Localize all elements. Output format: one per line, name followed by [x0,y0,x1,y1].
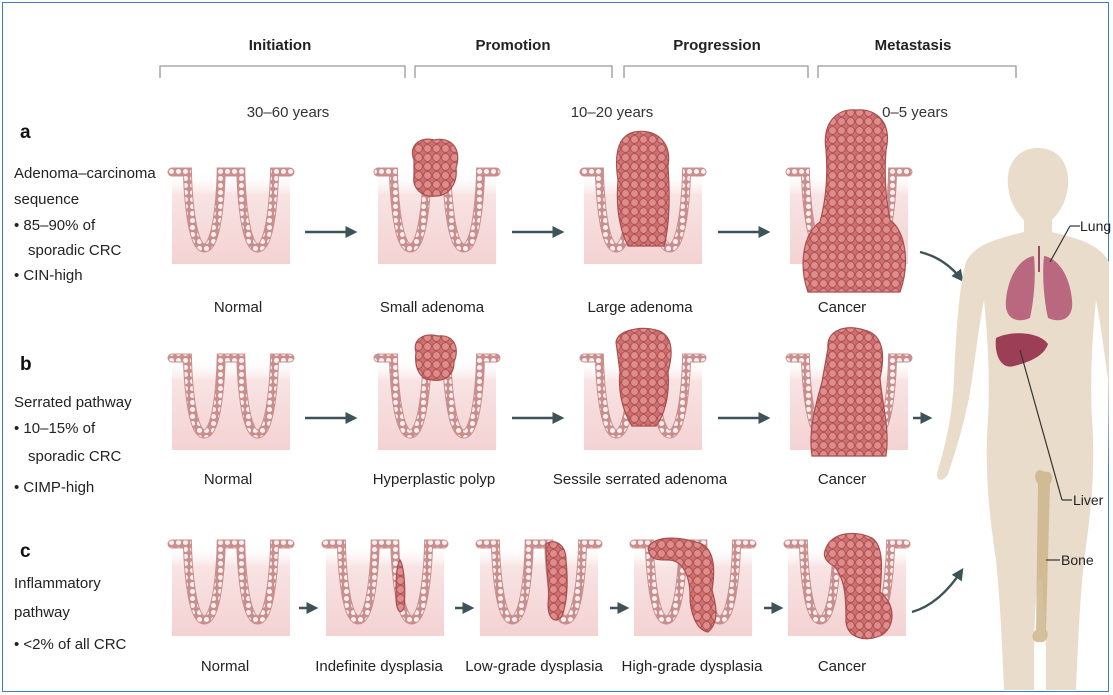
bracket-progression [624,66,808,78]
pathway-a-line: sequence [14,191,79,208]
arrow-a-metastasis [920,252,962,280]
step-labels-c: Normal Indefinite dysplasia Low-grade dy… [201,658,866,675]
organ-label-lung: Lung [1080,218,1111,234]
step-label: Indefinite dysplasia [315,658,443,675]
sessile-serrated-tumor [616,329,671,427]
pathway-a-description: a Adenoma–carcinoma sequence • 85–90% of… [14,122,156,284]
cancer-b-tumor [811,328,887,456]
step-label: Normal [201,658,249,675]
step-label: High-grade dysplasia [622,658,764,675]
pathway-b-letter: b [20,354,32,375]
crypt-c-indefinite-dysplasia [326,544,444,636]
stage-progression: Progression [673,37,761,54]
organ-label-bone: Bone [1061,552,1094,568]
step-label: Sessile serrated adenoma [553,471,728,488]
bracket-metastasis [818,66,1016,78]
pathway-c-description: c Inflammatory pathway • <2% of all CRC [14,541,127,653]
stage-metastasis: Metastasis [875,37,952,54]
pathway-b-line: • CIMP-high [14,479,94,496]
pathway-a-line: • CIN-high [14,267,83,284]
pathway-b-description: b Serrated pathway • 10–15% of sporadic … [14,354,132,496]
step-labels-a: Normal Small adenoma Large adenoma Cance… [214,299,866,316]
step-label: Small adenoma [380,299,485,316]
hyperplastic-polyp-tumor [415,335,456,380]
stage-initiation: Initiation [249,37,312,54]
large-adenoma-tumor [617,131,670,246]
stage-promotion: Promotion [476,37,551,54]
crypt-c-low-grade [480,544,598,636]
step-label: Hyperplastic polyp [373,471,496,488]
small-adenoma-tumor [412,139,457,196]
crypt-a-normal [172,172,290,264]
step-label: Cancer [818,658,866,675]
step-label: Large adenoma [587,299,693,316]
crypt-b-normal [172,358,290,450]
bracket-initiation [160,66,405,78]
pathway-a-line: Adenoma–carcinoma [14,165,156,182]
step-labels-b: Normal Hyperplastic polyp Sessile serrat… [204,471,866,488]
pathway-b-line: • 10–15% of [14,420,96,437]
organ-label-liver: Liver [1073,492,1104,508]
duration-metastasis: 0–5 years [882,104,948,121]
pathway-a-letter: a [20,122,31,143]
step-label: Cancer [818,471,866,488]
crypt-illustrations [172,110,908,639]
pathway-c-line: Inflammatory [14,575,101,592]
duration-initiation: 30–60 years [247,104,330,121]
pathway-b-line: sporadic CRC [28,448,122,465]
bracket-promotion [415,66,612,78]
arrow-c-metastasis [912,570,962,612]
pathway-a-line: sporadic CRC [28,242,122,259]
stage-header-row: Initiation Promotion Progression Metasta… [160,37,1016,78]
low-grade-dysplasia-lesion [546,542,567,620]
pathway-a-line: • 85–90% of [14,217,96,234]
pathway-c-line: • <2% of all CRC [14,636,127,653]
human-body: Lung Liver Bone [937,148,1111,690]
step-label: Normal [204,471,252,488]
pathway-c-letter: c [20,541,31,562]
step-label: Low-grade dysplasia [465,658,603,675]
step-label: Cancer [818,299,866,316]
duration-promotion-progression: 10–20 years [571,104,654,121]
crypt-c-normal [172,544,290,636]
pathway-c-line: pathway [14,604,70,621]
pathway-b-line: Serrated pathway [14,394,132,411]
step-label: Normal [214,299,262,316]
